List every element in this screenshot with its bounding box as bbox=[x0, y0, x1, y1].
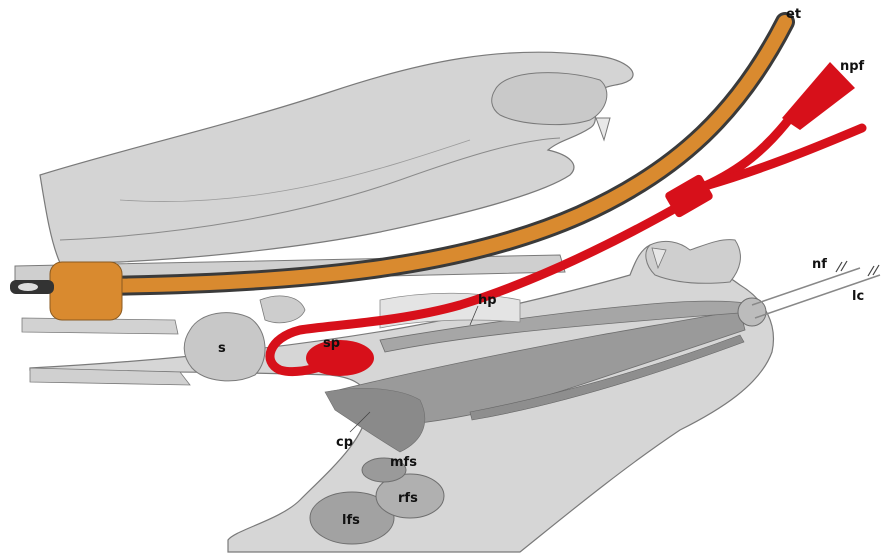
label-npf: npf bbox=[840, 59, 865, 74]
nf-wire bbox=[752, 268, 860, 305]
label-sp: sp bbox=[323, 336, 340, 351]
label-mfs: mfs bbox=[390, 455, 417, 470]
label-et: et bbox=[786, 7, 801, 22]
label-lc: lc bbox=[852, 289, 864, 304]
label-rfs: rfs bbox=[398, 491, 418, 506]
lc-break-mark bbox=[868, 265, 879, 276]
tissue-bump bbox=[260, 296, 305, 323]
label-s: s bbox=[218, 341, 226, 356]
label-lfs: lfs bbox=[342, 513, 360, 528]
catheter-lower-branch bbox=[705, 128, 862, 186]
nf-break-mark bbox=[836, 261, 847, 272]
label-nf: nf bbox=[812, 257, 827, 272]
tube-cuff bbox=[50, 262, 122, 320]
label-hp: hp bbox=[478, 293, 497, 308]
skull-tooth bbox=[596, 118, 610, 140]
label-cp: cp bbox=[336, 435, 353, 450]
tube-tip-hole bbox=[18, 283, 38, 291]
orbit-shape bbox=[492, 73, 607, 125]
skull-region bbox=[15, 52, 633, 284]
